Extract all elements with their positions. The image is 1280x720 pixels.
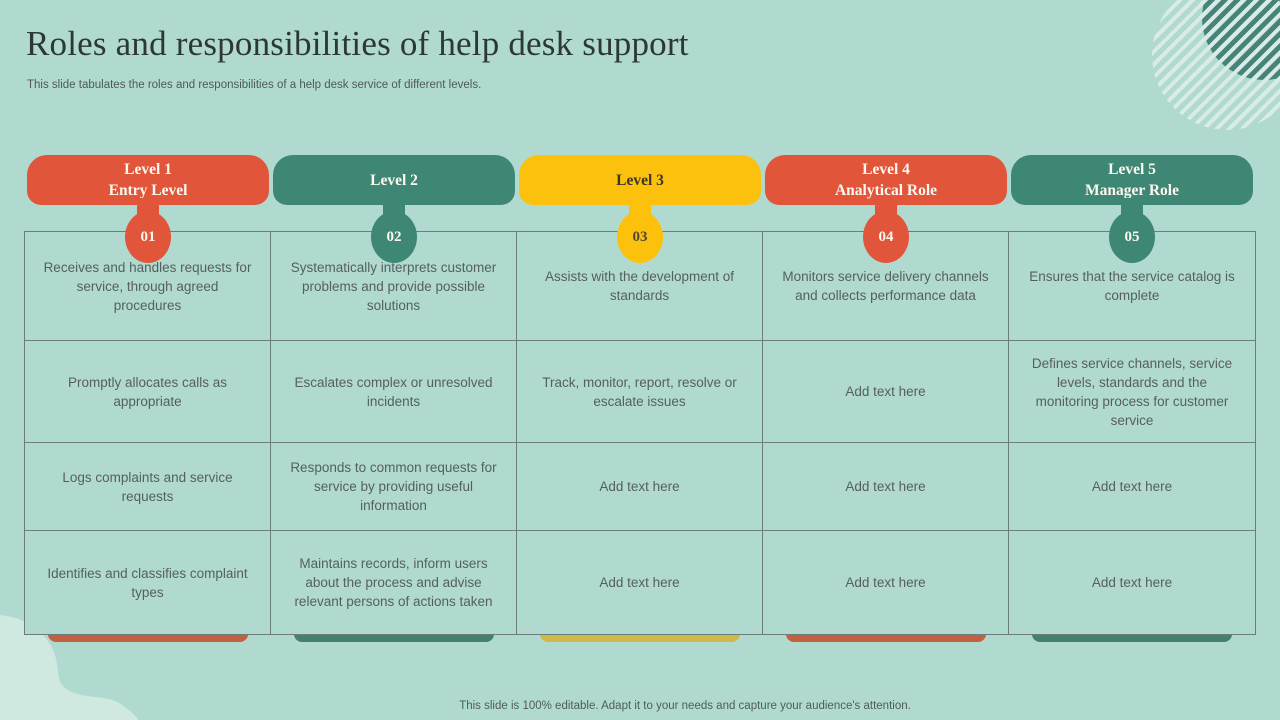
level-1-title: Level 1 [124,161,172,178]
level-5-subtitle: Manager Role [1085,182,1179,199]
level-1-number-badge: 01 [125,211,171,263]
table-cell: Maintains records, inform users about th… [271,531,517,634]
level-3-title: Level 3 [616,171,664,189]
placeholder-cell[interactable]: Add text here [1009,443,1255,531]
corner-blob-shape [0,615,138,720]
placeholder-cell[interactable]: Add text here [763,531,1009,634]
table-cell: Identifies and classifies complaint type… [25,531,271,634]
level-4-header: Level 4 Analytical Role [765,155,1007,205]
level-2-number-badge: 02 [371,211,417,263]
level-5-title: Level 5 [1108,161,1156,178]
placeholder-cell[interactable]: Add text here [763,443,1009,531]
level-4-title: Level 4 [862,161,910,178]
slide-subtitle: This slide tabulates the roles and respo… [27,79,482,91]
slide-footer-note: This slide is 100% editable. Adapt it to… [459,700,911,712]
level-4-number-badge: 04 [863,211,909,263]
level-1-header: Level 1 Entry Level [27,155,269,205]
table-cell: Defines service channels, service levels… [1009,341,1255,443]
level-2-title: Level 2 [370,171,418,189]
placeholder-cell[interactable]: Add text here [1091,575,1173,590]
table-cell: Monitors service delivery channels and c… [763,232,1009,341]
placeholder-cell[interactable]: Add text here [517,443,763,531]
placeholder-cell[interactable]: Add text here [763,341,1009,443]
table-cell: Assists with the development of standard… [517,232,763,341]
slide-title: Roles and responsibilities of help desk … [26,24,689,63]
table-cell: Receives and handles requests for servic… [25,232,271,341]
corner-striped-light-circle [1152,0,1280,130]
table-cell: Escalates complex or unresolved incident… [271,341,517,443]
table-cell: Systematically interprets customer probl… [271,232,517,341]
level-4-subtitle: Analytical Role [834,182,938,199]
level-3-number-badge: 03 [617,211,663,263]
level-5-header: Level 5 Manager Role [1011,155,1253,205]
table-cell: Promptly allocates calls as appropriate [25,341,271,443]
table-cell: Track, monitor, report, resolve or escal… [517,341,763,443]
roles-table: Receives and handles requests for servic… [24,231,1256,635]
level-1-subtitle: Entry Level [108,182,188,199]
table-cell: Ensures that the service catalog is comp… [1009,232,1255,341]
placeholder-cell[interactable]: Add text here [517,531,763,634]
table-cell: Logs complaints and service requests [25,443,271,531]
level-2-header: Level 2 [273,155,515,205]
level-3-header: Level 3 [519,155,761,205]
table-cell: Responds to common requests for service … [271,443,517,531]
level-5-number-badge: 05 [1109,211,1155,263]
